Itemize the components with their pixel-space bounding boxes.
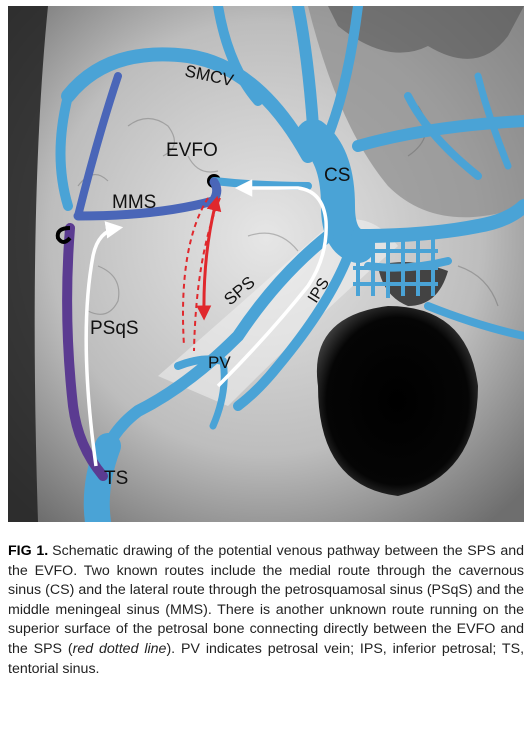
label-ts: TS — [104, 468, 128, 489]
figure-caption: FIG 1.Schematic drawing of the potential… — [8, 542, 524, 679]
caption-text-2: ). PV indicates petrosal vein; IPS, infe… — [8, 640, 525, 677]
orbit-shadow — [328, 6, 524, 59]
basilar-plexus-right — [351, 199, 524, 243]
smcv-left-descent — [55, 91, 73, 211]
venous-sinuses — [55, 6, 524, 522]
foramen-magnum — [316, 306, 478, 496]
label-pv: PV — [208, 353, 231, 372]
smcv-branch-1 — [213, 6, 263, 106]
psqs-vein — [62, 223, 108, 481]
smcv-branch-3 — [323, 6, 363, 141]
medial-route-arrow — [216, 179, 328, 388]
cavernous-sinus — [296, 119, 375, 263]
right-lower-vein — [424, 302, 524, 340]
anatomical-figure: SMCV EVFO CS MMS SPS IPS PSqS PV TS — [8, 6, 524, 522]
label-psqs: PSqS — [90, 318, 139, 339]
ips-vein — [233, 251, 353, 411]
label-mms: MMS — [112, 192, 156, 213]
smcv-branch-2 — [292, 6, 319, 132]
orbital-branch — [404, 92, 482, 180]
psqs-curl — [55, 226, 72, 244]
smcv-vein — [61, 47, 315, 163]
outer-skull-edge — [8, 6, 48, 522]
evfo-connection — [210, 177, 312, 190]
lateral-route-arrow — [84, 221, 124, 467]
unknown-route-arrow — [196, 195, 222, 321]
label-evfo: EVFO — [166, 140, 218, 161]
caption-text-1: Schematic drawing of the potential venou… — [8, 543, 525, 657]
basilar-plexus-lattice — [353, 236, 438, 298]
orbital-branch-2 — [474, 72, 512, 170]
ts-sinus — [83, 433, 121, 522]
sps-vein — [102, 230, 334, 452]
pv-branch — [209, 357, 228, 430]
figure-number: FIG 1. — [8, 543, 49, 559]
venous-pathway-illustration: SMCV EVFO CS MMS SPS IPS PSqS PV TS — [8, 6, 524, 522]
label-cs: CS — [324, 165, 350, 186]
caption-italic: red dotted line — [72, 640, 167, 657]
mms-upper-branch — [74, 72, 122, 220]
